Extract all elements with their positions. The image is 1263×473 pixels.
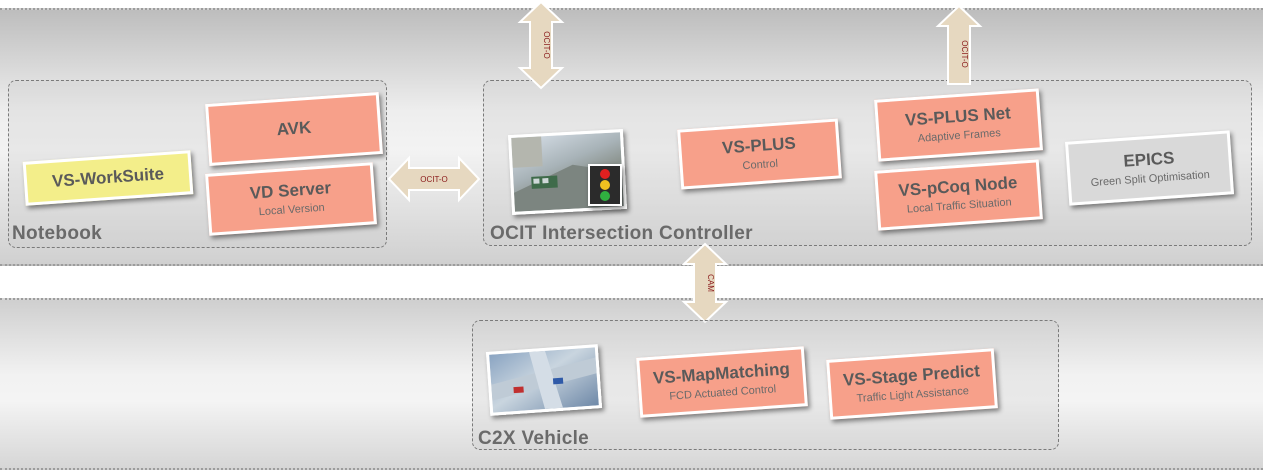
ocit-o-top-left-arrow: OCIT-O — [517, 0, 565, 90]
ocit-o-top-left-label: OCIT-O — [542, 31, 551, 59]
avk-title: AVK — [275, 117, 312, 139]
vs-stage-predict-card: VS-Stage Predict Traffic Light Assistanc… — [826, 348, 998, 420]
cam-label: CAM — [706, 274, 715, 292]
notebook-label: Notebook — [12, 223, 103, 244]
epics-title: EPICS — [1122, 148, 1176, 171]
vs-plus-net-subtitle: Adaptive Frames — [917, 126, 1002, 145]
controller-label: OCIT Intersection Controller — [490, 223, 753, 244]
cam-arrow: CAM — [681, 242, 729, 324]
epics-card: EPICS Green Split Optimisation — [1064, 130, 1235, 206]
vs-plus-card: VS-PLUS Control — [677, 118, 842, 190]
ocit-o-horizontal-arrow: OCIT-O — [387, 155, 481, 203]
vs-plus-title: VS-PLUS — [721, 133, 797, 158]
ocit-o-top-right-label: OCIT-O — [960, 40, 969, 68]
vs-mapmatching-card: VS-MapMatching FCD Actuated Control — [636, 346, 808, 418]
avk-card: AVK — [205, 92, 383, 166]
vd-server-title: VD Server — [249, 178, 332, 203]
ocit-o-horizontal-label: OCIT-O — [420, 175, 448, 184]
vd-server-subtitle: Local Version — [258, 201, 326, 219]
vehicle-scene-icon — [491, 350, 597, 409]
epics-subtitle: Green Split Optimisation — [1090, 168, 1211, 189]
vs-pcoq-node-card: VS-pCoq Node Local Traffic Situation — [874, 159, 1043, 231]
vd-server-card: VD Server Local Version — [205, 162, 377, 236]
vehicle-scene-photo — [485, 344, 603, 416]
vs-worksuite-title: VS-WorkSuite — [51, 163, 165, 191]
vs-plus-subtitle: Control — [742, 157, 779, 173]
traffic-light-icon — [588, 164, 622, 206]
ocit-o-top-right-arrow: OCIT-O — [935, 4, 983, 85]
vs-plus-net-card: VS-PLUS Net Adaptive Frames — [874, 88, 1043, 162]
vehicle-label: C2X Vehicle — [478, 428, 590, 449]
